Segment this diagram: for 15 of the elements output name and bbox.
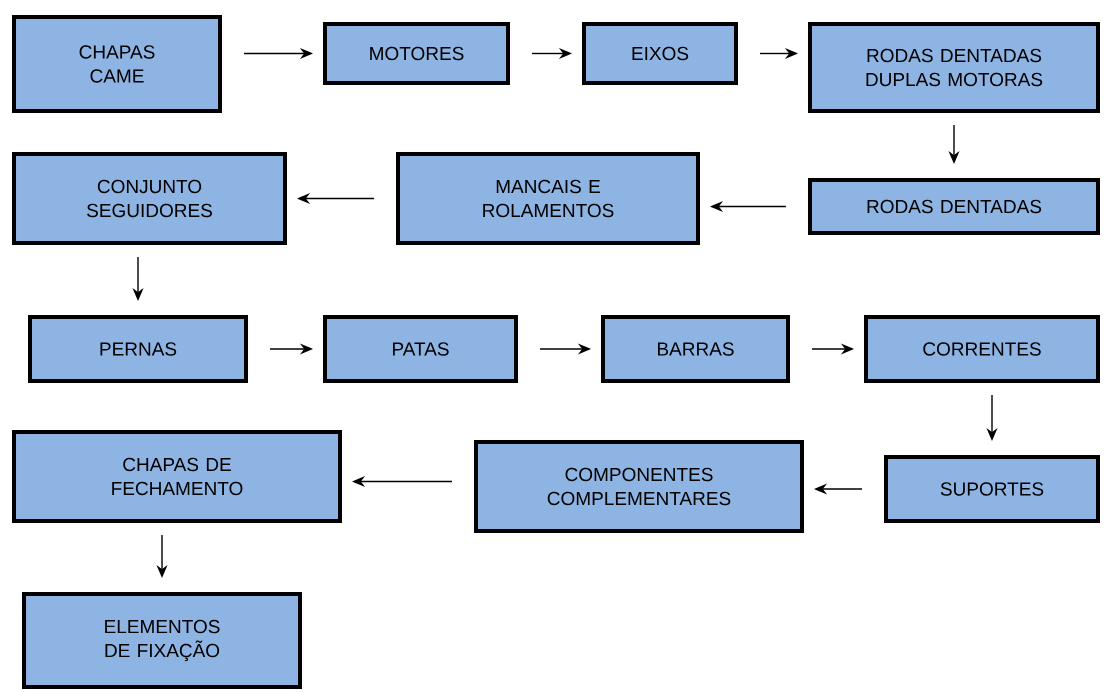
process-box: BARRAS bbox=[601, 315, 790, 383]
process-box: SUPORTES bbox=[884, 455, 1100, 523]
process-box: ELEMENTOS DE FIXAÇÃO bbox=[22, 592, 302, 689]
process-box: MOTORES bbox=[323, 22, 510, 85]
process-box: RODAS DENTADAS DUPLAS MOTORAS bbox=[808, 22, 1100, 113]
process-box: RODAS DENTADAS bbox=[808, 178, 1100, 235]
process-box: PERNAS bbox=[28, 315, 248, 383]
process-box: CORRENTES bbox=[864, 315, 1100, 383]
process-box: COMPONENTES COMPLEMENTARES bbox=[474, 440, 804, 533]
process-box: CHAPAS CAME bbox=[12, 15, 222, 113]
process-box: EIXOS bbox=[582, 22, 738, 85]
process-box: PATAS bbox=[323, 315, 518, 383]
process-box: MANCAIS E ROLAMENTOS bbox=[396, 152, 700, 245]
process-box: CONJUNTO SEGUIDORES bbox=[12, 152, 287, 245]
process-box: CHAPAS DE FECHAMENTO bbox=[12, 430, 342, 523]
